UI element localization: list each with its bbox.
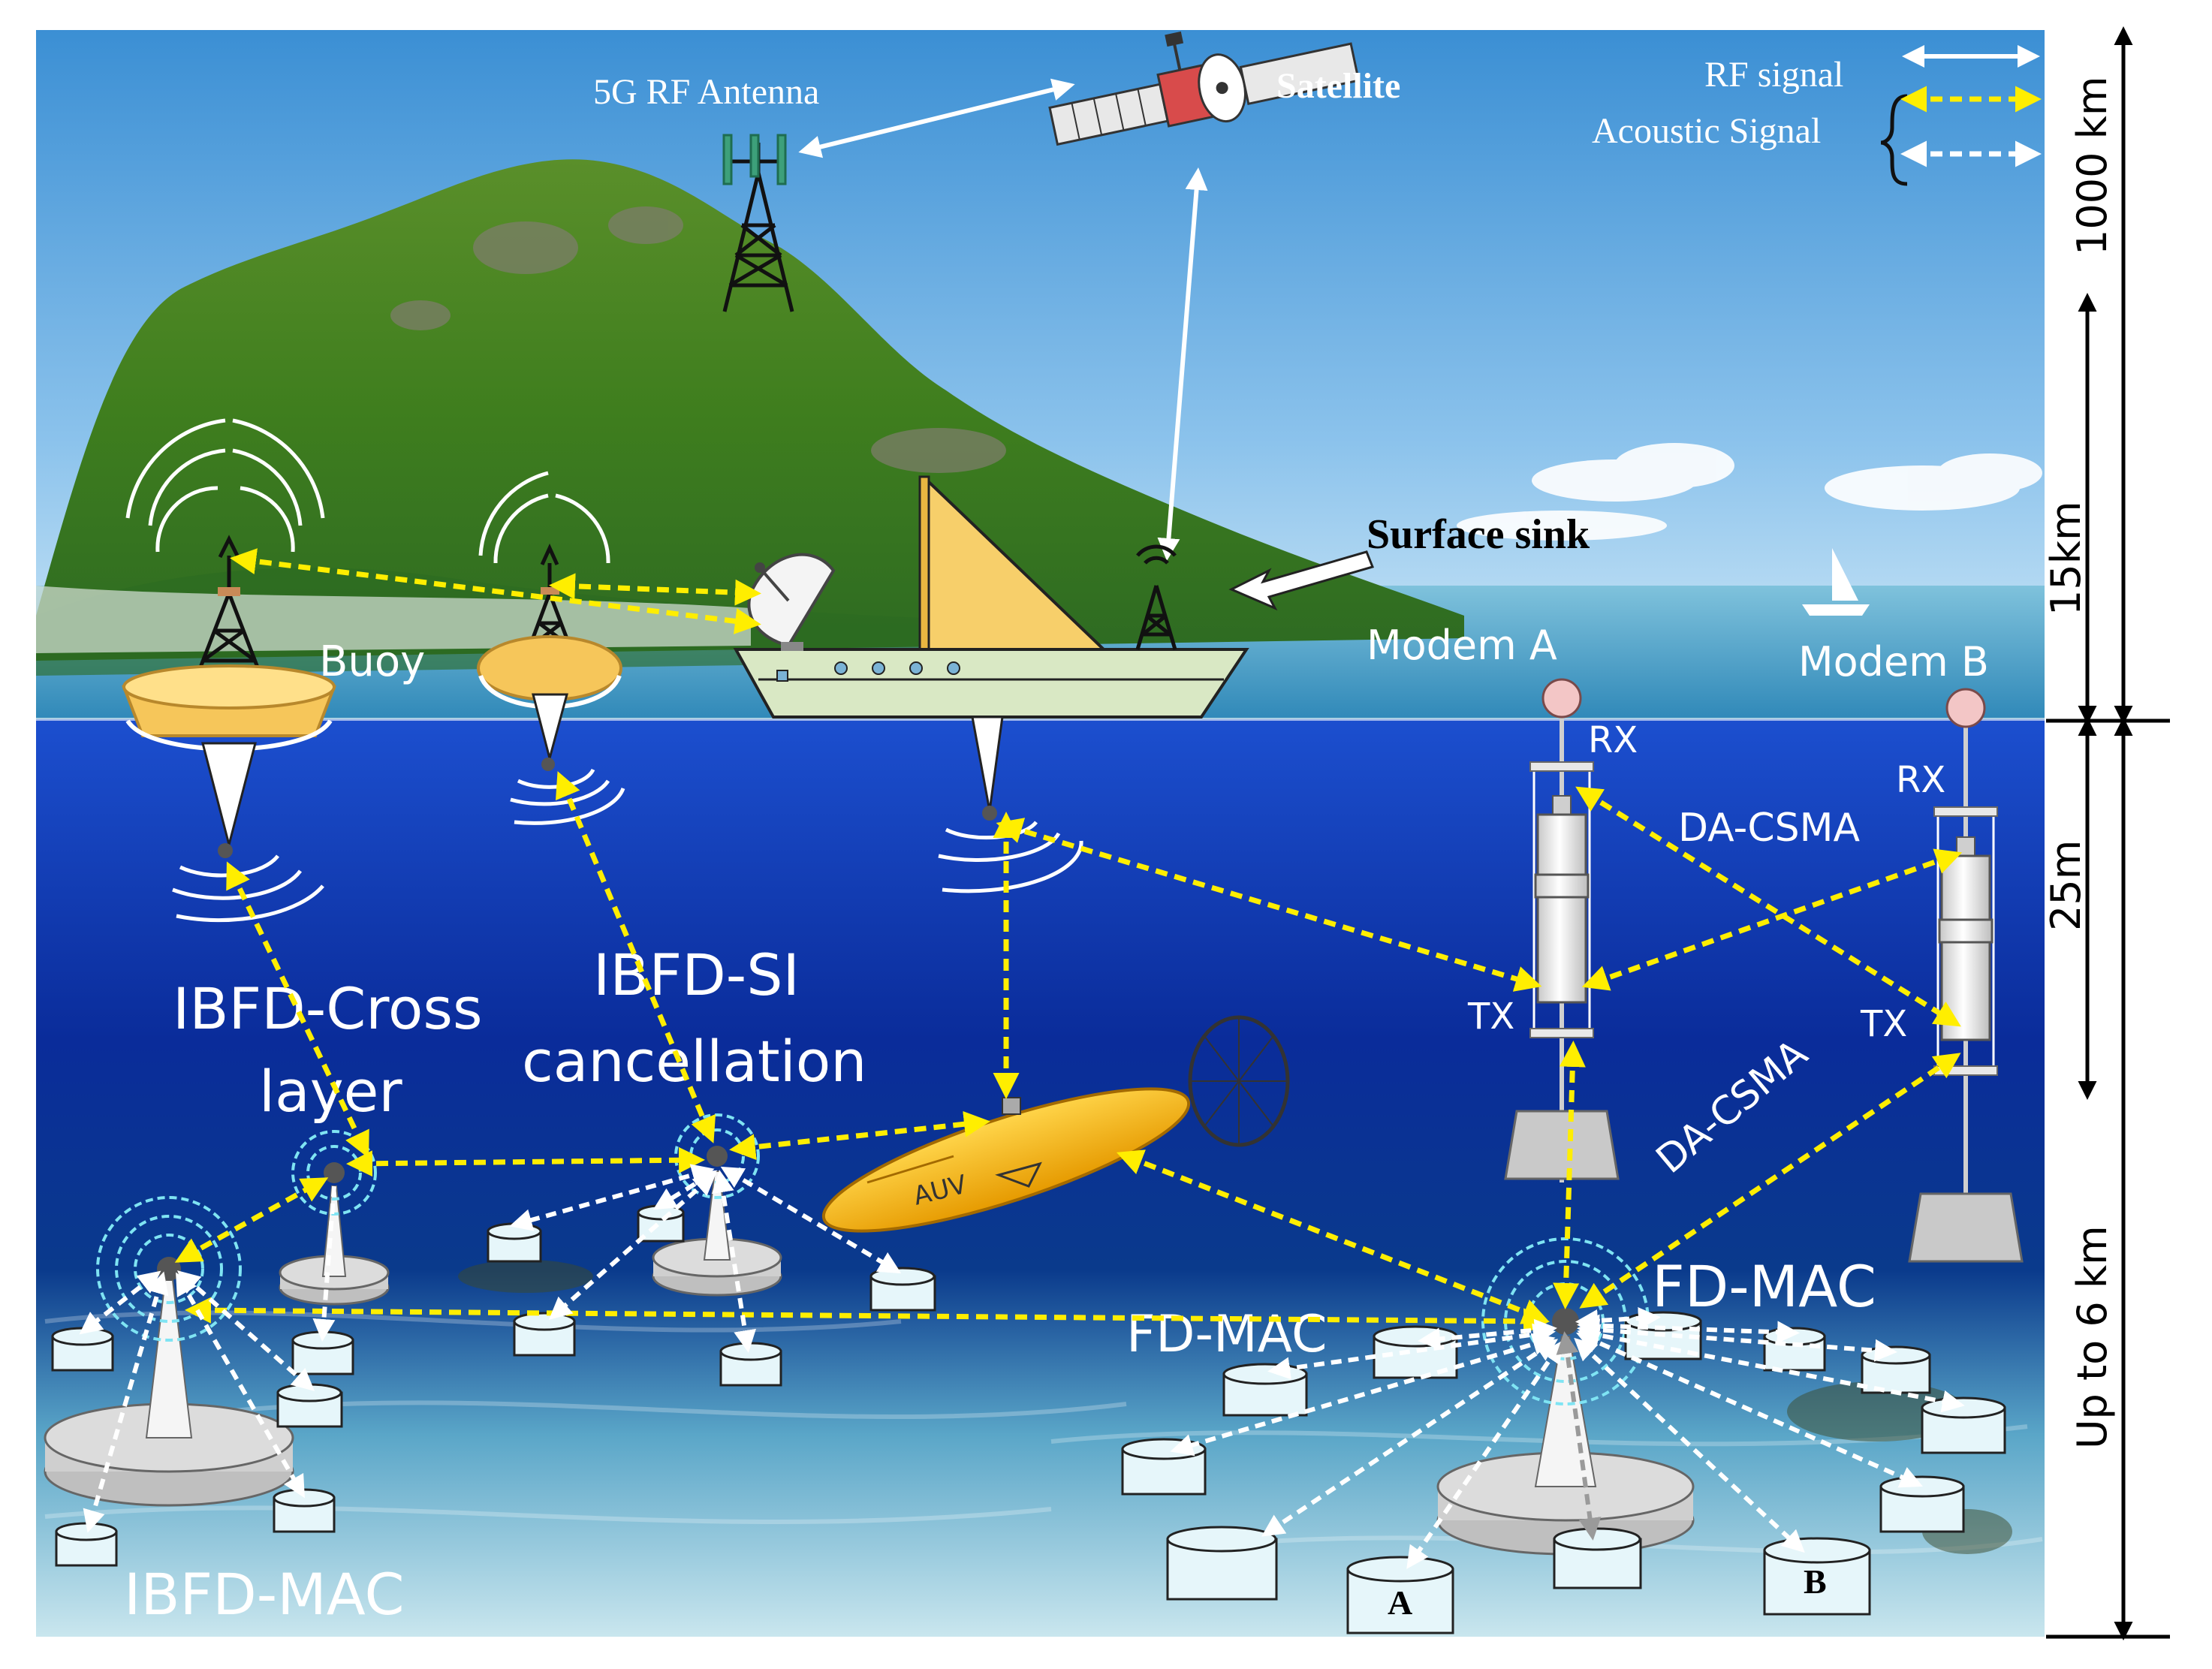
ibfd-cross-label-line2: layer: [259, 1058, 402, 1125]
surface-sink-arrow: [1228, 550, 1375, 611]
sensor-node: [273, 1488, 336, 1533]
antenna-label: 5G RF Antenna: [593, 72, 819, 112]
ibfd-si-label-line1: IBFD-SI: [593, 941, 800, 1008]
modem-a-tx-label: TX: [1467, 996, 1514, 1038]
legend-acoustic-label: Acoustic Signal: [1592, 111, 1821, 151]
ship-icon: [733, 475, 1249, 821]
acoustic-links-yellow: [174, 771, 1963, 1335]
sensor-node-a: [1346, 1556, 1454, 1634]
fd-mac-label-2: FD-MAC: [1126, 1305, 1327, 1364]
sensor-node: [1553, 1527, 1642, 1589]
rf-links: [798, 78, 1208, 561]
modem-b-tx-label: TX: [1860, 1003, 1907, 1045]
scale-bottom-label: Up to 6 km: [2069, 1225, 2116, 1449]
sensor-node: [637, 1204, 685, 1243]
surface-sink-label: Surface sink: [1367, 511, 1590, 558]
node-a-label: A: [1388, 1583, 1412, 1622]
sensor-node: [55, 1522, 118, 1567]
sensor-node: [1166, 1526, 1278, 1601]
acoustic-link-grey: [1556, 1331, 1602, 1541]
node-b-label: B: [1804, 1562, 1827, 1601]
modem-a-rx-label: RX: [1588, 719, 1638, 761]
modem-b-rx-label: RX: [1896, 759, 1945, 801]
auv-icon: [821, 1015, 1290, 1233]
scale-low-label: 25m: [2042, 840, 2090, 931]
satellite-label: Satellite: [1276, 66, 1400, 106]
sensor-node: [51, 1327, 114, 1372]
modem-a-label: Modem A: [1367, 622, 1557, 669]
ibfd-si-label-line2: cancellation: [522, 1028, 866, 1095]
satellite-icon: [1048, 31, 1361, 146]
sensor-node-b: [1763, 1537, 1871, 1616]
sensor-node: [1861, 1345, 1931, 1394]
modem-b-label: Modem B: [1798, 638, 1989, 685]
sensor-node: [487, 1222, 542, 1263]
antenna-tower-icon: [722, 134, 794, 312]
dish-antenna-icon: [747, 553, 836, 651]
sensor-node: [291, 1330, 354, 1375]
buoy-label: Buoy: [319, 637, 425, 686]
ibfd-mac-label: IBFD-MAC: [124, 1561, 405, 1628]
sensor-node: [513, 1312, 576, 1357]
sensor-node: [1879, 1475, 1965, 1533]
legend-brace: [1880, 94, 1908, 186]
surface-acoustic-links: [230, 548, 761, 634]
sensor-node: [1121, 1438, 1207, 1496]
sensor-node: [1763, 1327, 1826, 1372]
da-csma-label-upper: DA-CSMA: [1678, 806, 1861, 851]
legend-rf-label: RF signal: [1704, 55, 1843, 95]
sensor-node: [276, 1383, 343, 1428]
fd-mac-label-1: FD-MAC: [1652, 1253, 1876, 1320]
sensor-node: [869, 1267, 936, 1312]
scale-top-label: 1000 km: [2069, 77, 2116, 255]
sensor-node: [719, 1342, 782, 1387]
ibfd-cross-label-line1: IBFD-Cross: [173, 975, 483, 1042]
scale-mid-label: 15km: [2042, 501, 2090, 616]
scale-bar: [2046, 26, 2170, 1640]
sensor-node: [1222, 1363, 1308, 1417]
acoustic-links-white: [79, 1164, 1965, 1569]
legend: RF signal Acoustic Signal: [1592, 45, 2042, 186]
sensor-node: [1921, 1396, 2006, 1454]
sailboat-icon: [1802, 548, 1870, 616]
